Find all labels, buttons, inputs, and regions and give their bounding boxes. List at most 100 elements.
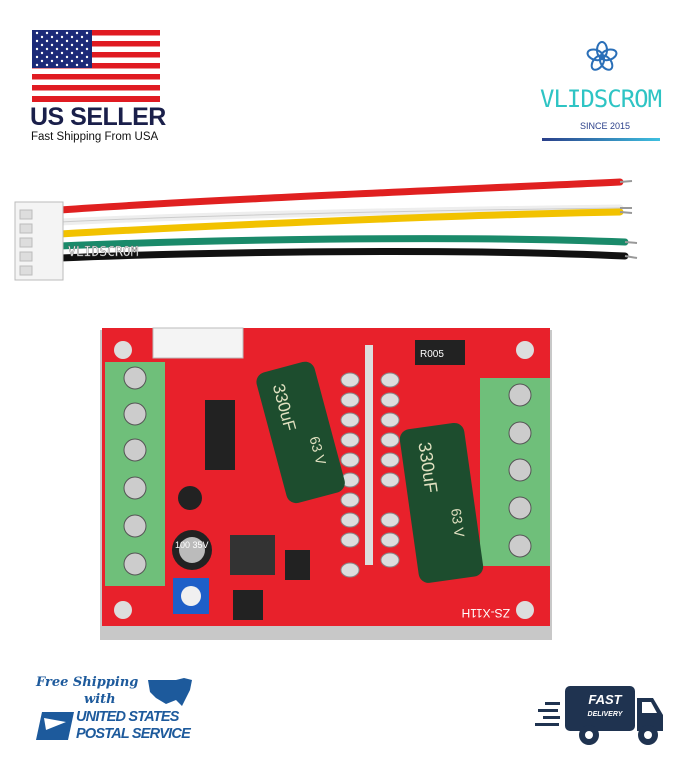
with-label: with — [84, 692, 116, 707]
capacitor-voltage: 63 V — [306, 434, 329, 467]
usps-line1: UNITED STATES — [76, 709, 179, 725]
capacitor-left — [256, 361, 345, 504]
flag-star — [65, 63, 69, 67]
flag-star — [75, 47, 79, 51]
wire-black — [56, 248, 629, 262]
solder-pad — [380, 372, 400, 388]
small-capacitor-label: 100 35V — [175, 540, 209, 550]
us-flag-icon — [32, 30, 160, 102]
flag-star — [65, 47, 69, 51]
flag-star — [55, 63, 59, 67]
usps-line2: POSTAL SERVICE — [76, 726, 191, 742]
solder-pad — [380, 512, 400, 528]
flag-star — [85, 39, 89, 43]
since-label: SINCE 2015 — [580, 121, 631, 131]
flag-star — [75, 55, 79, 59]
flag-star — [80, 59, 84, 63]
solder-pad — [340, 432, 360, 448]
flag-star — [50, 59, 54, 63]
flag-star — [70, 59, 74, 63]
terminal-block-left — [105, 362, 165, 586]
flag-star — [45, 31, 49, 35]
delivery-label: DELIVERY — [587, 711, 623, 718]
flag-star — [85, 55, 89, 59]
resistor-label: R005 — [420, 349, 444, 360]
solder-pad — [380, 532, 400, 548]
flag-star — [35, 63, 39, 67]
solder-pad — [380, 412, 400, 428]
flag-star — [35, 31, 39, 35]
flag-star — [50, 43, 54, 47]
flag-star — [35, 39, 39, 43]
flag-star — [55, 47, 59, 51]
solder-pad — [340, 412, 360, 428]
flag-star — [45, 63, 49, 67]
motor-driver-board: R005 100 35V 330uF 63 V 330uF 63 V ZS-X1… — [100, 327, 552, 640]
flag-star — [50, 51, 54, 55]
wire-white-outline — [59, 207, 621, 223]
flag-star — [85, 47, 89, 51]
solder-pad — [380, 392, 400, 408]
brand-logo-icon — [586, 41, 618, 71]
solder-pad — [340, 372, 360, 388]
solder-pad — [380, 452, 400, 468]
board-label: ZS-X11H — [462, 606, 510, 620]
flag-star — [85, 63, 89, 67]
us-seller-label: US SELLER — [30, 103, 166, 131]
usa-map-icon — [148, 678, 192, 706]
flag-star — [40, 35, 44, 39]
flag-star — [45, 47, 49, 51]
wire-red — [56, 178, 624, 214]
flag-star — [80, 43, 84, 47]
flag-star — [60, 35, 64, 39]
flag-star — [75, 63, 79, 67]
flag-star — [35, 47, 39, 51]
flag-star — [40, 43, 44, 47]
flag-star — [70, 35, 74, 39]
solder-pad — [340, 562, 360, 578]
flag-star — [50, 35, 54, 39]
flag-star — [55, 55, 59, 59]
flag-star — [45, 39, 49, 43]
flag-star — [80, 35, 84, 39]
fast-label: FAST — [588, 692, 622, 707]
capacitor-voltage-2: 63 V — [448, 507, 468, 538]
solder-pad — [380, 552, 400, 568]
flag-star — [65, 39, 69, 43]
watermark: VLIDSCROM — [68, 245, 139, 260]
flag-star — [80, 51, 84, 55]
flag-star — [60, 43, 64, 47]
free-shipping-label: Free Shipping — [36, 675, 139, 690]
solder-pad — [340, 392, 360, 408]
solder-pad — [340, 532, 360, 548]
capacitor-right — [399, 422, 484, 583]
flag-star — [75, 31, 79, 35]
flag-star — [60, 51, 64, 55]
flag-star — [55, 39, 59, 43]
wire-yellow — [56, 208, 624, 238]
flag-star — [40, 51, 44, 55]
flag-star — [65, 55, 69, 59]
flag-star — [70, 43, 74, 47]
flag-star — [65, 31, 69, 35]
solder-pad — [340, 512, 360, 528]
flag-star — [45, 55, 49, 59]
flag-star — [85, 31, 89, 35]
solder-pad — [380, 472, 400, 488]
flag-star — [70, 51, 74, 55]
solder-pad — [340, 452, 360, 468]
usps-eagle-icon — [36, 712, 74, 740]
fast-shipping-label: Fast Shipping From USA — [31, 131, 159, 143]
flag-star — [60, 59, 64, 63]
flag-star — [35, 55, 39, 59]
flag-star — [55, 31, 59, 35]
brand-name: VLIDSCROM — [540, 85, 662, 113]
solder-pad — [380, 432, 400, 448]
wire-harness: VLIDSCROM — [14, 178, 638, 281]
brand-underline — [542, 138, 660, 141]
flag-star — [40, 59, 44, 63]
flag-star — [75, 39, 79, 43]
wire-green — [56, 235, 629, 250]
delivery-truck-icon — [535, 686, 663, 745]
solder-pad — [340, 492, 360, 508]
